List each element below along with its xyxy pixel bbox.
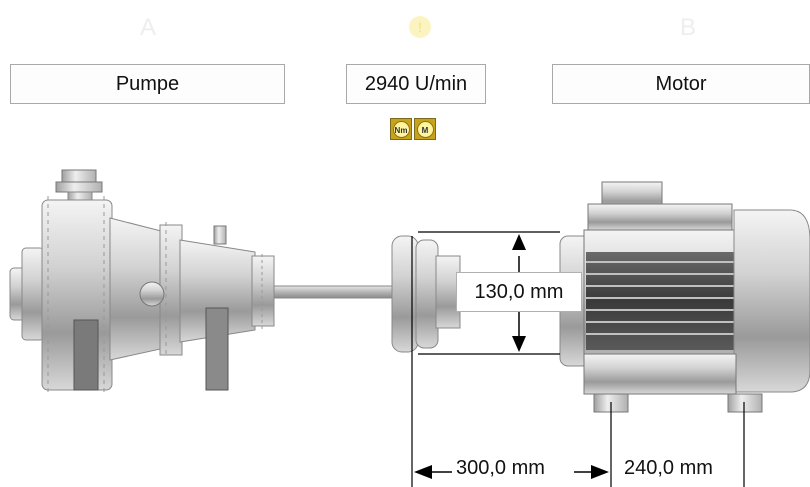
faint-label-a: A — [140, 14, 157, 41]
m-icon: M — [416, 120, 434, 138]
coupling-diameter-label[interactable]: 130,0 mm — [456, 272, 582, 312]
motor-label: Motor — [655, 72, 707, 95]
motor-icon — [559, 181, 810, 413]
speed-field[interactable]: 2940 U/min — [346, 64, 486, 104]
dimension-lines — [411, 231, 745, 487]
speed-value: 2940 U/min — [364, 72, 468, 95]
coupling-diameter-value: 130,0 mm — [474, 280, 564, 303]
faint-marker-icon: ! — [409, 16, 431, 38]
shaft-distance-label[interactable]: 300,0 mm — [456, 457, 545, 480]
pump-label-box[interactable]: Pumpe — [10, 64, 285, 104]
faint-label-b: B — [680, 14, 697, 41]
m-mode-button[interactable]: M — [414, 118, 436, 140]
pump-icon — [9, 169, 397, 394]
foot-distance-label[interactable]: 240,0 mm — [624, 457, 713, 480]
pump-label: Pumpe — [115, 72, 180, 95]
nm-icon: Nm — [392, 120, 410, 138]
motor-label-box[interactable]: Motor — [552, 64, 810, 104]
nm-mode-button[interactable]: Nm — [390, 118, 412, 140]
mode-icons: Nm M — [390, 118, 436, 140]
coupling-icon — [391, 235, 461, 353]
